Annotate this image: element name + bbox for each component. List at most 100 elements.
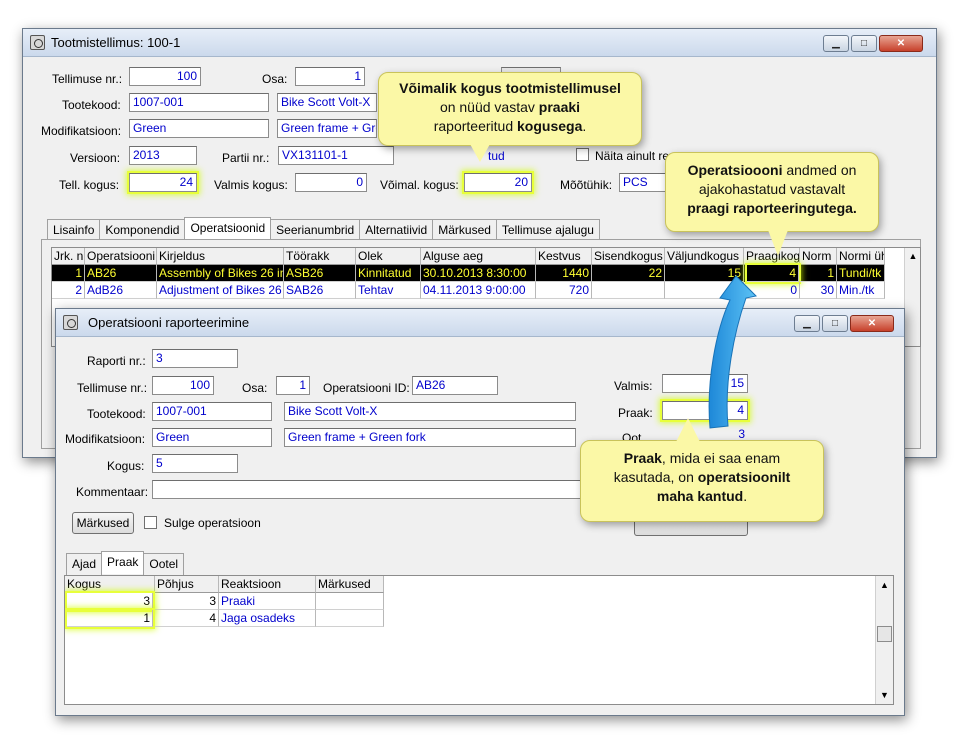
col-kirjeldus[interactable]: Kirjeldus [157,248,284,265]
cell-start-time: 04.11.2013 9:00:00 [421,282,536,299]
table-row[interactable]: 2 AdB26 Adjustment of Bikes 26 SAB26 Teh… [52,282,885,299]
close-icon: ✕ [896,38,906,49]
product-name-field[interactable]: Bike Scott Volt-X [277,93,377,112]
cell-qty: 1 [67,610,153,627]
notes-button[interactable]: Märkused [72,512,134,534]
possible-qty-label: Võimal. kogus: [380,178,459,192]
operations-scrollbar[interactable]: ▲ [904,248,920,346]
maximize-icon: □ [831,318,839,329]
modification-desc-field[interactable]: Green frame + Gree [277,119,377,138]
col-markused[interactable]: Märkused [316,576,384,593]
col-kogus[interactable]: Kogus [65,576,155,593]
qty-field[interactable]: 5 [152,454,238,473]
tab-lisainfo[interactable]: Lisainfo [47,219,101,242]
close-button[interactable]: ✕ [879,35,923,52]
maximize-button[interactable]: □ [851,35,877,52]
operation-id-field[interactable]: AB26 [412,376,498,395]
product-code-label: Tootekood: [87,407,146,421]
modification-field[interactable]: Green [152,428,272,447]
tab-operatsioonid[interactable]: Operatsioonid [184,217,272,240]
table-row[interactable]: 1 AB26 Assembly of Bikes 26 in ASB26 Kin… [52,265,885,282]
report-tab-bar: Ajad Praak Ootel [66,551,185,576]
col-olek[interactable]: Olek [356,248,421,265]
minimize-icon: ▁ [832,38,840,49]
report-no-label: Raporti nr.: [87,354,146,368]
callout-pointer [676,418,700,442]
col-valjundkogus[interactable]: Väljundkogus [665,248,744,265]
main-tab-bar: Lisainfo Komponendid Operatsioonid Seeri… [47,217,600,242]
tab-ootel[interactable]: Ootel [143,553,185,576]
unit-field[interactable]: PCS [619,173,669,192]
minimize-icon: ▁ [803,318,811,329]
cell-operation: AB26 [85,265,157,282]
callout-text: . [743,488,748,504]
report-no-field[interactable]: 3 [152,349,238,368]
product-code-field[interactable]: 1007-001 [152,402,272,421]
scrap-scrollbar[interactable]: ▲ ▼ [875,576,893,704]
callout-possible-qty: Võimalik kogus tootmistellimusel on nüüd… [378,72,642,146]
col-kestvus[interactable]: Kestvus [536,248,592,265]
batch-no-field[interactable]: VX131101-1 [278,146,394,165]
title-bar: Tootmistellimus: 100-1 ▁ □ ✕ [23,29,936,57]
product-code-field[interactable]: 1007-001 [129,93,269,112]
order-no-label: Tellimuse nr.: [77,381,148,395]
col-sisendkogus[interactable]: Sisendkogus [592,248,665,265]
col-reaktsioon[interactable]: Reaktsioon [219,576,316,593]
show-only-checkbox[interactable] [576,148,589,161]
callout-text: on nüüd vastav [439,99,539,115]
done-qty-field[interactable]: 0 [295,173,367,192]
order-no-field[interactable]: 100 [129,67,201,86]
minimize-button[interactable]: ▁ [823,35,849,52]
possible-qty-field[interactable]: 20 [464,173,532,192]
callout-text: Võimalik kogus tootmistellimusel [399,80,621,96]
col-pohjus[interactable]: Põhjus [155,576,219,593]
callout-text: . [582,118,587,134]
status-fragment: tud [488,149,505,163]
col-operatsiooni[interactable]: Operatsiooni [85,248,157,265]
cell-scrap-qty: 0 [744,282,800,299]
done-label: Valmis: [614,379,653,393]
cell-input-qty: 22 [592,265,665,282]
callout-text: Operatsioooni [687,162,783,178]
version-label: Versioon: [70,151,121,165]
modification-field[interactable]: Green [129,119,269,138]
col-toorakk[interactable]: Töörakk [284,248,356,265]
comment-field[interactable] [152,480,582,499]
minimize-button[interactable]: ▁ [794,315,820,332]
cell-workcell: SAB26 [284,282,356,299]
cell-jrk: 1 [52,265,85,282]
cell-reason: 3 [155,593,219,610]
scroll-down-icon[interactable]: ▼ [880,690,889,700]
callout-text: praaki [538,99,581,115]
cell-notes [316,593,384,610]
cell-norm: 1 [800,265,837,282]
tab-tellimuse-ajalugu[interactable]: Tellimuse ajalugu [495,219,600,242]
maximize-button[interactable]: □ [822,315,848,332]
callout-text: , mida ei saa enam [661,450,781,466]
col-jrk[interactable]: Jrk. n [52,248,85,265]
scroll-thumb[interactable] [877,626,892,642]
scroll-up-icon[interactable]: ▲ [908,251,918,261]
col-normi-uh[interactable]: Normi üh [837,248,885,265]
qty-label: Kogus: [107,459,145,473]
close-operation-checkbox[interactable] [144,516,157,529]
modification-desc-field[interactable]: Green frame + Green fork [284,428,576,447]
col-alguse-aeg[interactable]: Alguse aeg [421,248,536,265]
tab-ajad[interactable]: Ajad [66,553,103,576]
callout-text: andmed on [782,162,857,178]
order-qty-field[interactable]: 24 [129,173,197,192]
pending-field[interactable]: 3 [738,427,745,441]
tab-praak[interactable]: Praak [101,551,145,574]
cell-scrap-qty: 4 [747,265,799,282]
tab-seerianumbrid[interactable]: Seerianumbrid [270,219,361,242]
close-button[interactable]: ✕ [850,315,894,332]
order-no-field[interactable]: 100 [152,376,214,395]
part-field[interactable]: 1 [295,67,365,86]
cell-norm-unit: Min./tk [837,282,885,299]
report-title-bar: Operatsiooni raporteerimine ▁ □ ✕ [56,309,904,337]
part-field[interactable]: 1 [276,376,310,395]
col-norm[interactable]: Norm [800,248,837,265]
product-name-field[interactable]: Bike Scott Volt-X [284,402,576,421]
version-field[interactable]: 2013 [129,146,197,165]
scroll-up-icon[interactable]: ▲ [880,580,889,590]
